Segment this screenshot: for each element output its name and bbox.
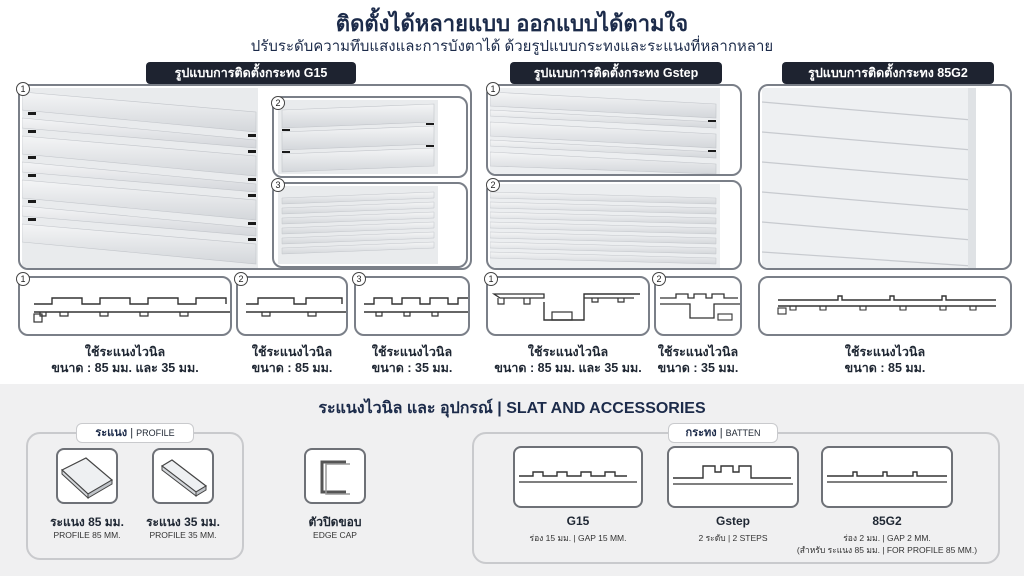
g15-section-label: รูปแบบการติดตั้งกระทง G15 [146, 62, 356, 84]
batten-g15-icon [519, 471, 637, 483]
number-badge-3: 3 [352, 272, 366, 286]
profile-35-icon [160, 459, 208, 498]
edge-cap-sublabel: EDGE CAP [313, 530, 357, 540]
edge-cap-image [304, 448, 366, 504]
g15-profile-section-3 [364, 297, 468, 317]
batten-85g2-label: 85G2 [872, 514, 902, 528]
g15-caption-1: ใช้ระแนงไวนิล ขนาด : 85 มม. และ 35 มม. [51, 345, 199, 375]
profile-tag: ระแนง | PROFILE [76, 423, 194, 443]
g15-profile-panel-3 [354, 276, 470, 336]
batten-g15-image [513, 446, 643, 508]
profile-35-sublabel: PROFILE 35 MM. [149, 530, 217, 540]
g15-profile-panel-1 [18, 276, 232, 336]
85g2-profile-section [777, 295, 996, 315]
gstep-install-panel-1 [486, 84, 742, 176]
edge-cap-label: ตัวปิดขอบ [308, 515, 362, 529]
85g2-install-panel [758, 84, 1012, 270]
g15-slat-illustration-1 [22, 88, 262, 268]
gstep-slat-illustration-1 [490, 88, 720, 174]
number-badge-1: 1 [484, 272, 498, 286]
batten-g15-label: G15 [566, 514, 590, 528]
profile-35-label: ระแนง 35 มม. [146, 515, 220, 529]
batten-gstep-image [667, 446, 799, 508]
batten-gstep-label: Gstep [715, 514, 750, 528]
g15-install-panel-3 [272, 182, 468, 268]
85g2-section-label: รูปแบบการติดตั้งกระทง 85G2 [782, 62, 994, 84]
batten-g15-desc: ร่อง 15 มม. | GAP 15 MM. [529, 533, 627, 543]
gstep-section-label: รูปแบบการติดตั้งกระทง Gstep [510, 62, 722, 84]
edge-cap-icon [320, 460, 350, 495]
85g2-profile-panel [758, 276, 1012, 336]
profile-35-image [152, 448, 214, 504]
gstep-profile-panel-2 [654, 276, 742, 336]
number-badge-2: 2 [486, 178, 500, 192]
batten-gstep-desc: 2 ระดับ | 2 STEPS [698, 533, 768, 543]
number-badge-2: 2 [234, 272, 248, 286]
g15-profile-section-1 [33, 297, 230, 323]
gstep-profile-section-2 [660, 293, 740, 321]
profile-85-image [56, 448, 118, 504]
g15-slat-illustration-2 [278, 100, 438, 174]
gstep-profile-section-1 [491, 293, 640, 321]
g15-profile-section-2 [246, 297, 346, 317]
number-badge-2: 2 [652, 272, 666, 286]
profile-85-label: ระแนง 85 มม. [50, 515, 124, 529]
number-badge-3: 3 [271, 178, 285, 192]
g15-caption-3: ใช้ระแนงไวนิล ขนาด : 35 มม. [371, 345, 453, 375]
batten-gstep-icon [673, 465, 793, 485]
85g2-slat-illustration [762, 88, 976, 268]
batten-85g2-note: (สำหรับ ระแนง 85 มม. | FOR PROFILE 85 MM… [796, 545, 978, 555]
gstep-caption-2: ใช้ระแนงไวนิล ขนาด : 35 มม. [657, 345, 739, 375]
batten-85g2-icon [827, 471, 947, 483]
batten-85g2-image [821, 446, 953, 508]
gstep-slat-illustration-2 [490, 184, 720, 268]
g15-install-panel-2 [272, 96, 468, 178]
page-subtitle: ปรับระดับความทึบแสงและการบังตาได้ ด้วยรู… [250, 38, 774, 55]
gstep-caption-1: ใช้ระแนงไวนิล ขนาด : 85 มม. และ 35 มม. [494, 345, 642, 375]
number-badge-1: 1 [16, 272, 30, 286]
number-badge-1: 1 [16, 82, 30, 96]
accessories-title: ระแนงไวนิล และ อุปกรณ์ | SLAT AND ACCESS… [318, 400, 706, 417]
profile-85-sublabel: PROFILE 85 MM. [53, 530, 121, 540]
profile-85-icon [60, 457, 114, 500]
batten-tag: กระทง | BATTEN [668, 423, 778, 443]
gstep-install-panel-2 [486, 180, 742, 270]
page-title: ติดตั้งได้หลายแบบ ออกแบบได้ตามใจ [335, 11, 689, 36]
number-badge-1: 1 [486, 82, 500, 96]
g15-profile-panel-2 [236, 276, 348, 336]
g15-slat-illustration-3 [278, 186, 438, 264]
85g2-caption: ใช้ระแนงไวนิล ขนาด : 85 มม. [844, 345, 926, 375]
g15-caption-2: ใช้ระแนงไวนิล ขนาด : 85 มม. [251, 345, 333, 375]
number-badge-2: 2 [271, 96, 285, 110]
batten-85g2-desc: ร่อง 2 มม. | GAP 2 MM. [843, 533, 931, 543]
gstep-profile-panel-1 [486, 276, 650, 336]
